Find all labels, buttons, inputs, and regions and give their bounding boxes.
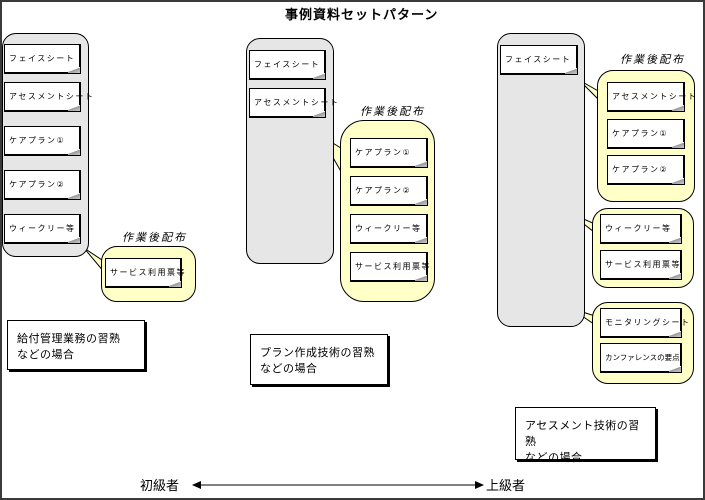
axis-beginner-label: 初級者 — [140, 479, 180, 494]
doc-card: アセスメントシート — [249, 88, 338, 118]
doc-card: モニタリングシート — [600, 308, 689, 338]
after-distribution-label: 作業後配布 — [620, 53, 685, 66]
doc-card: フェイスシート — [4, 44, 81, 74]
doc-card: ウィークリー等 — [4, 214, 81, 244]
doc-card: ケアプラン② — [607, 155, 685, 185]
doc-card: ウィークリー等 — [350, 214, 428, 244]
note-line: プラン作成技術の習熟 — [260, 346, 375, 359]
after-distribution-label: 作業後配布 — [360, 105, 425, 118]
skill-level-arrow — [192, 481, 484, 489]
doc-card: サービス利用票等 — [105, 258, 185, 288]
doc-card: ウィークリー等 — [600, 214, 682, 244]
axis-advanced-label: 上級者 — [486, 479, 526, 494]
doc-card: ケアプラン① — [607, 119, 685, 149]
doc-card: ケアプラン② — [4, 170, 81, 200]
note-line: などの場合 — [525, 451, 583, 464]
doc-card: サービス利用票等 — [350, 252, 430, 282]
doc-card: アセスメントシート — [607, 82, 696, 112]
diagram-title: 事例資料セットパターン — [285, 8, 439, 23]
note-line: などの場合 — [17, 348, 75, 361]
doc-card: フェイスシート — [249, 50, 326, 80]
pattern-note-2: プラン作成技術の習熟 などの場合 — [250, 334, 388, 385]
note-line: アセスメント技術の習熟 — [525, 419, 640, 448]
doc-card: ケアプラン① — [4, 126, 81, 156]
after-distribution-label: 作業後配布 — [122, 231, 187, 244]
note-line: 給付管理業務の習熟 — [17, 332, 121, 345]
doc-card: サービス利用票等 — [600, 250, 682, 280]
doc-card: アセスメントシート — [4, 82, 93, 112]
doc-card: ケアプラン① — [350, 138, 428, 168]
doc-card: フェイスシート — [500, 45, 578, 75]
doc-card: ケアプラン② — [350, 176, 428, 206]
base-docs-panel-3 — [497, 33, 585, 327]
doc-card: カンファレンスの要点 — [600, 343, 682, 373]
note-line: などの場合 — [260, 362, 318, 375]
pattern-note-1: 給付管理業務の習熟 などの場合 — [7, 320, 145, 370]
pattern-note-3: アセスメント技術の習熟 などの場合 — [515, 407, 656, 464]
